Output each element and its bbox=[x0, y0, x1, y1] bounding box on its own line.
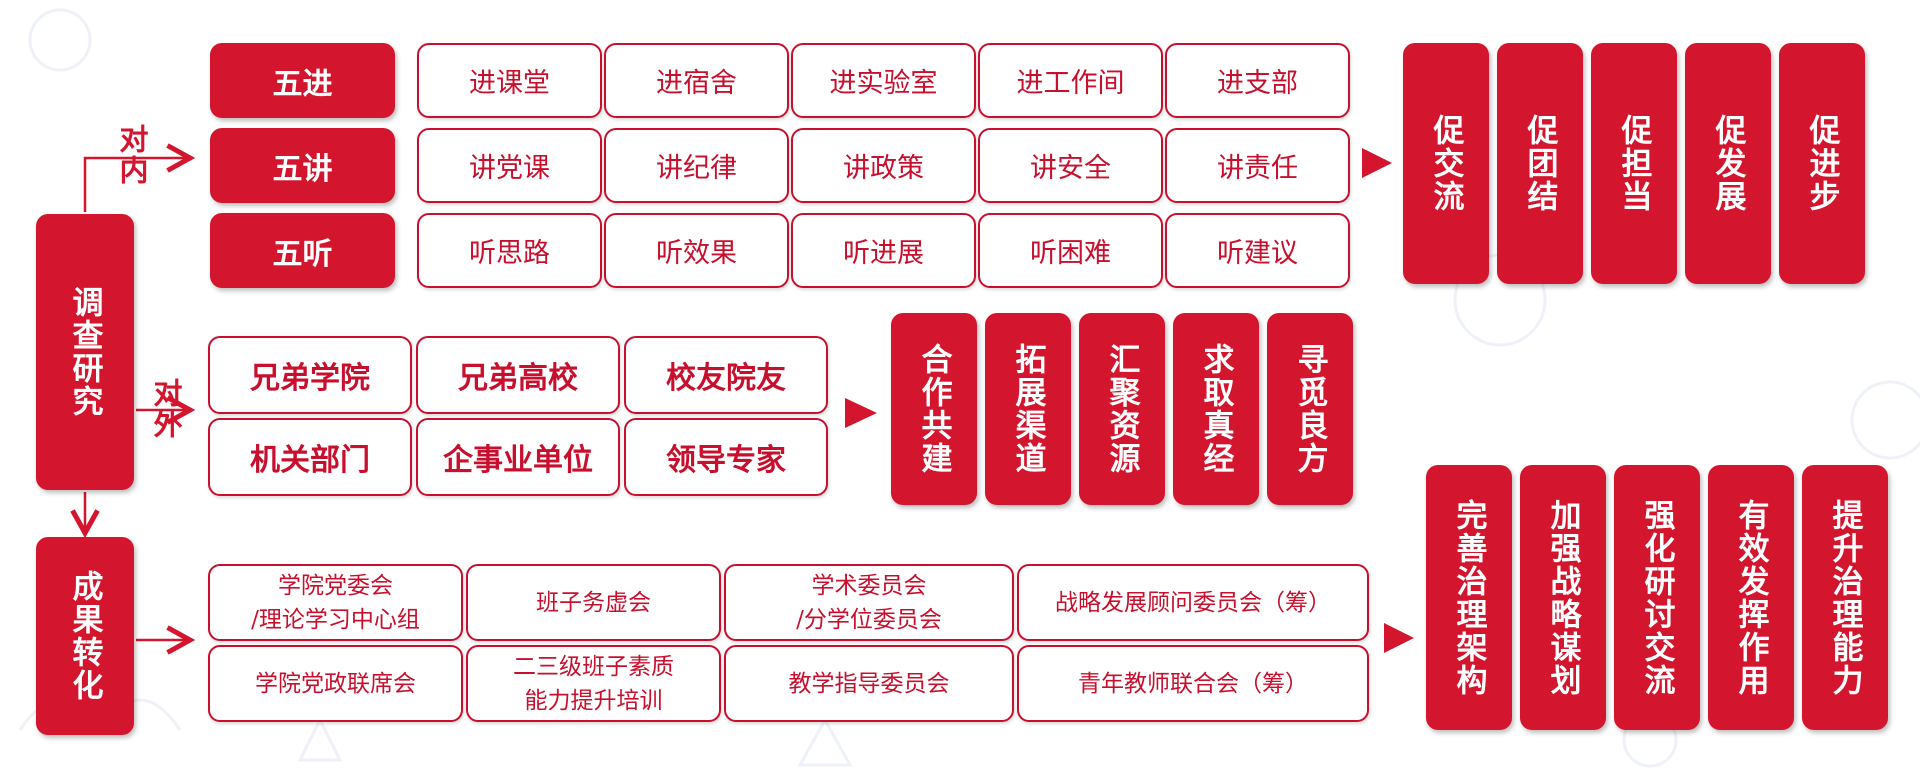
internal-outcome: 促发展 bbox=[1685, 43, 1771, 284]
results-node: 成果转化 bbox=[36, 537, 134, 735]
row-header-wuting: 五听 bbox=[210, 213, 395, 288]
results-item: 学院党委会/理论学习中心组 bbox=[208, 564, 463, 641]
external-item: 领导专家 bbox=[624, 418, 828, 496]
internal-item: 听进展 bbox=[791, 213, 976, 288]
external-item: 校友院友 bbox=[624, 336, 828, 414]
internal-item: 听建议 bbox=[1165, 213, 1350, 288]
internal-item: 讲安全 bbox=[978, 128, 1163, 203]
internal-outcome: 促团结 bbox=[1497, 43, 1583, 284]
external-outcome: 汇聚资源 bbox=[1079, 313, 1165, 505]
internal-item: 进工作间 bbox=[978, 43, 1163, 118]
internal-item: 听困难 bbox=[978, 213, 1163, 288]
internal-item: 讲政策 bbox=[791, 128, 976, 203]
results-outcome: 完善治理架构 bbox=[1426, 465, 1512, 730]
external-item: 兄弟学院 bbox=[208, 336, 412, 414]
results-item: 教学指导委员会 bbox=[724, 645, 1014, 722]
external-outcome: 求取真经 bbox=[1173, 313, 1259, 505]
results-item: 学院党政联席会 bbox=[208, 645, 463, 722]
results-item: 二三级班子素质能力提升培训 bbox=[466, 645, 721, 722]
internal-item: 进宿舍 bbox=[604, 43, 789, 118]
internal-outcome: 促交流 bbox=[1403, 43, 1489, 284]
results-item: 学术委员会/分学位委员会 bbox=[724, 564, 1014, 641]
results-item: 班子务虚会 bbox=[466, 564, 721, 641]
external-item: 机关部门 bbox=[208, 418, 412, 496]
external-label: 对外 bbox=[149, 378, 183, 440]
results-item: 战略发展顾问委员会（筹） bbox=[1017, 564, 1369, 641]
external-item: 企事业单位 bbox=[416, 418, 620, 496]
internal-item: 进支部 bbox=[1165, 43, 1350, 118]
results-outcome: 加强战略谋划 bbox=[1520, 465, 1606, 730]
results-outcome: 有效发挥作用 bbox=[1708, 465, 1794, 730]
internal-item: 讲党课 bbox=[417, 128, 602, 203]
external-outcome: 寻觅良方 bbox=[1267, 313, 1353, 505]
internal-item: 进课堂 bbox=[417, 43, 602, 118]
internal-item: 讲责任 bbox=[1165, 128, 1350, 203]
internal-item: 听思路 bbox=[417, 213, 602, 288]
row-header-wujiang: 五讲 bbox=[210, 128, 395, 203]
external-item: 兄弟高校 bbox=[416, 336, 620, 414]
internal-outcome: 促担当 bbox=[1591, 43, 1677, 284]
results-outcome: 强化研讨交流 bbox=[1614, 465, 1700, 730]
results-outcome: 提升治理能力 bbox=[1802, 465, 1888, 730]
internal-item: 讲纪律 bbox=[604, 128, 789, 203]
external-outcome: 拓展渠道 bbox=[985, 313, 1071, 505]
external-outcome: 合作共建 bbox=[891, 313, 977, 505]
internal-item: 进实验室 bbox=[791, 43, 976, 118]
results-item: 青年教师联合会（筹） bbox=[1017, 645, 1369, 722]
row-header-wujin: 五进 bbox=[210, 43, 395, 118]
root-node: 调查研究 bbox=[36, 214, 134, 490]
internal-outcome: 促进步 bbox=[1779, 43, 1865, 284]
internal-label: 对内 bbox=[115, 124, 149, 186]
internal-item: 听效果 bbox=[604, 213, 789, 288]
